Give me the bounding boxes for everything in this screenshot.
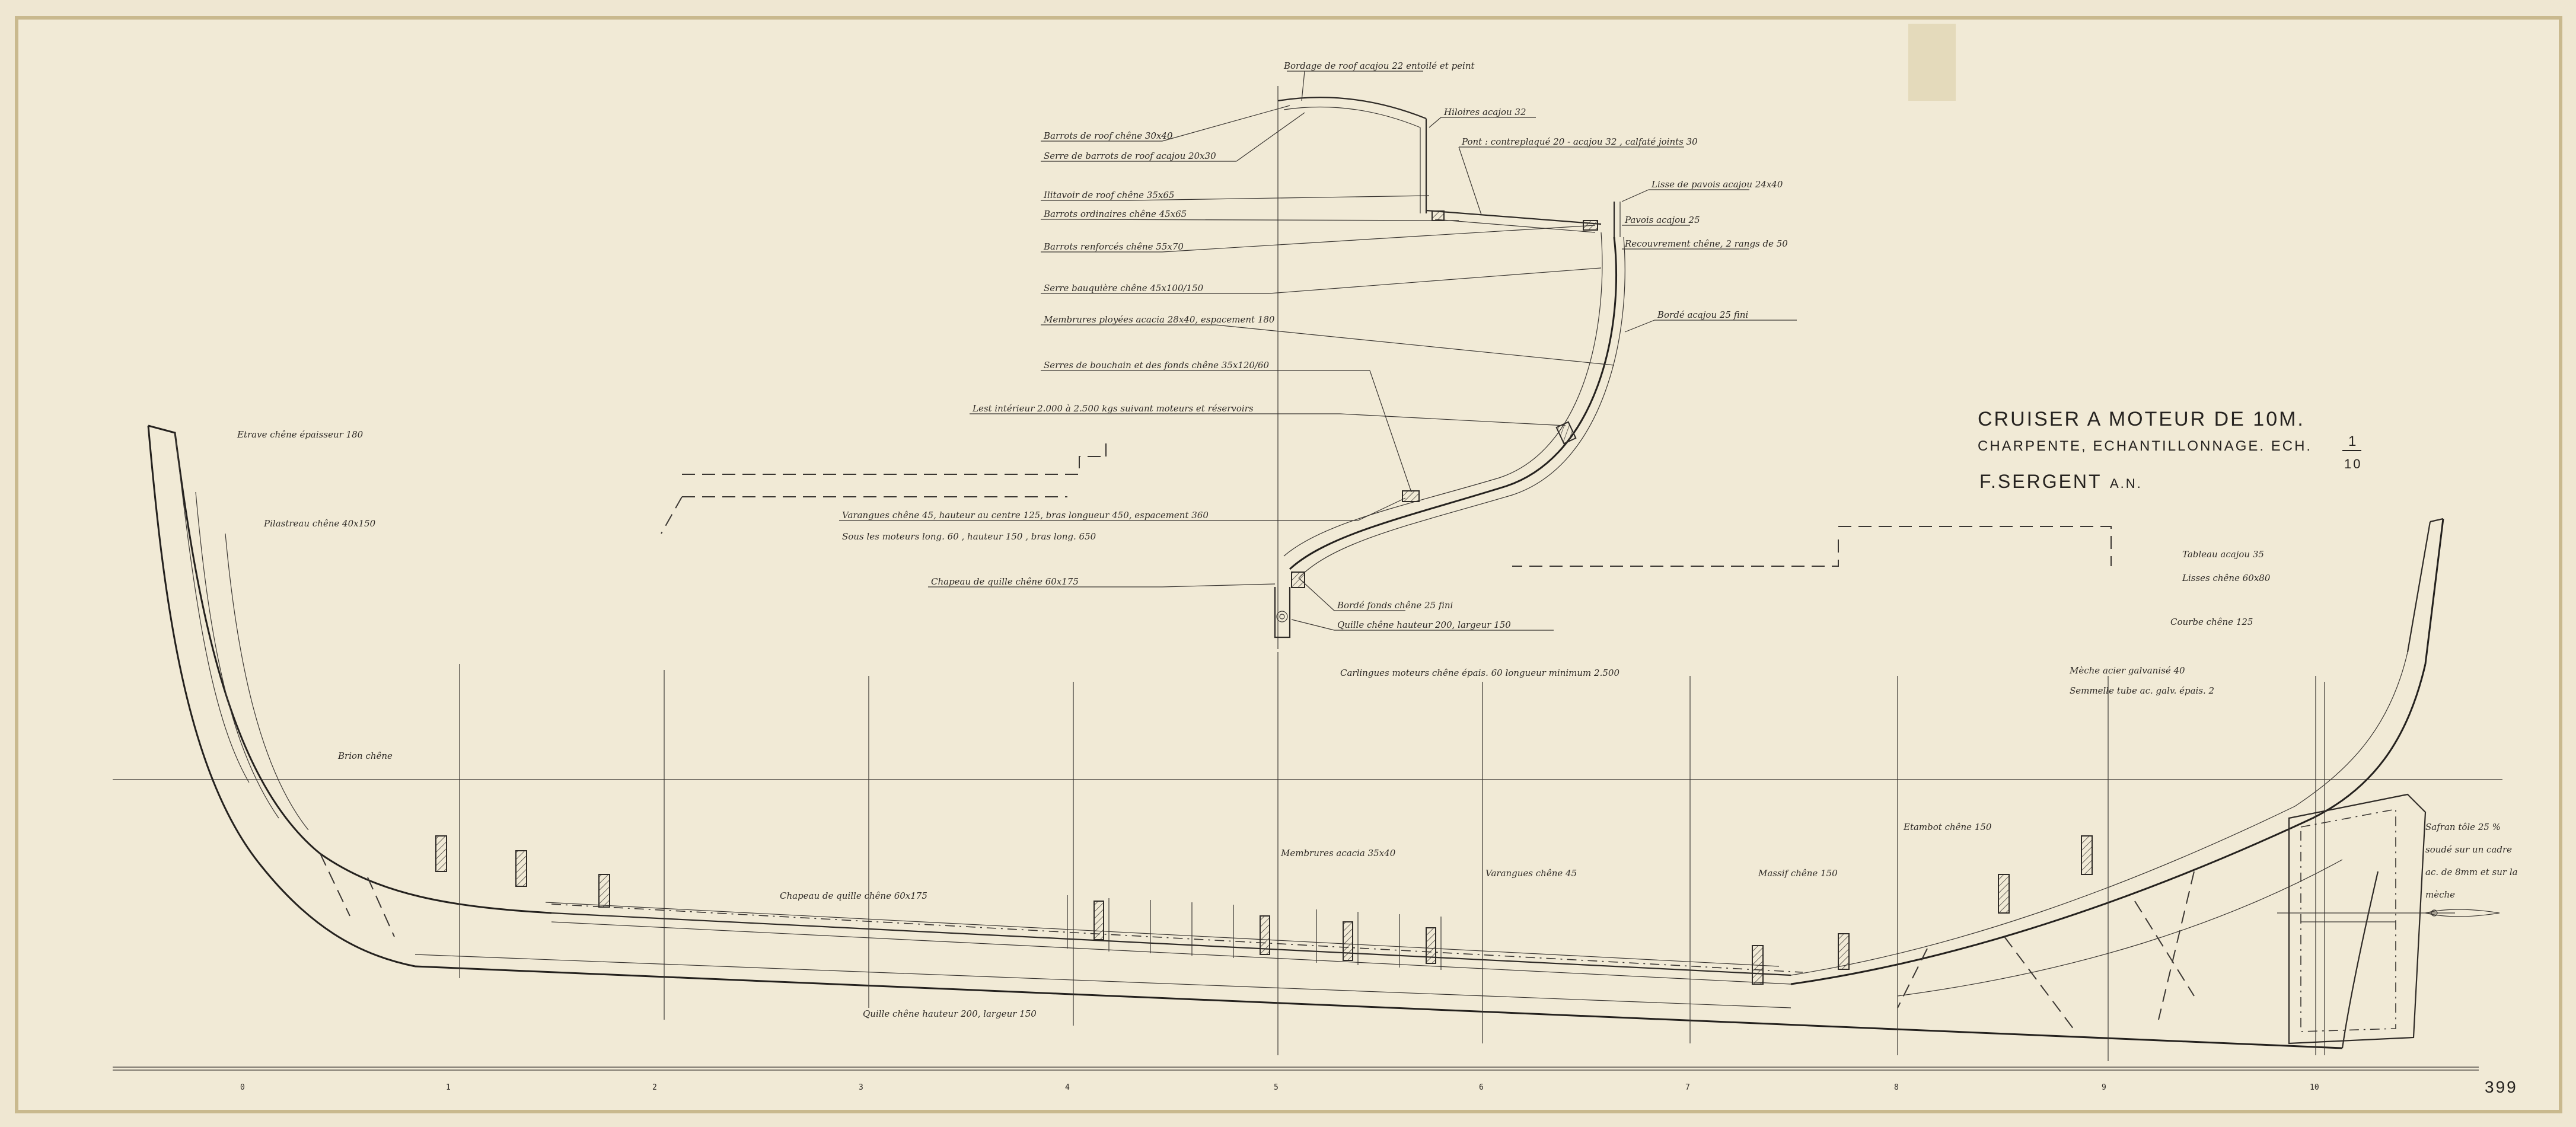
section-leaders: [839, 71, 1797, 631]
tape-mark: [1908, 24, 1956, 101]
hull-profile: [113, 424, 2502, 1068]
paper-border: [15, 16, 2562, 1113]
